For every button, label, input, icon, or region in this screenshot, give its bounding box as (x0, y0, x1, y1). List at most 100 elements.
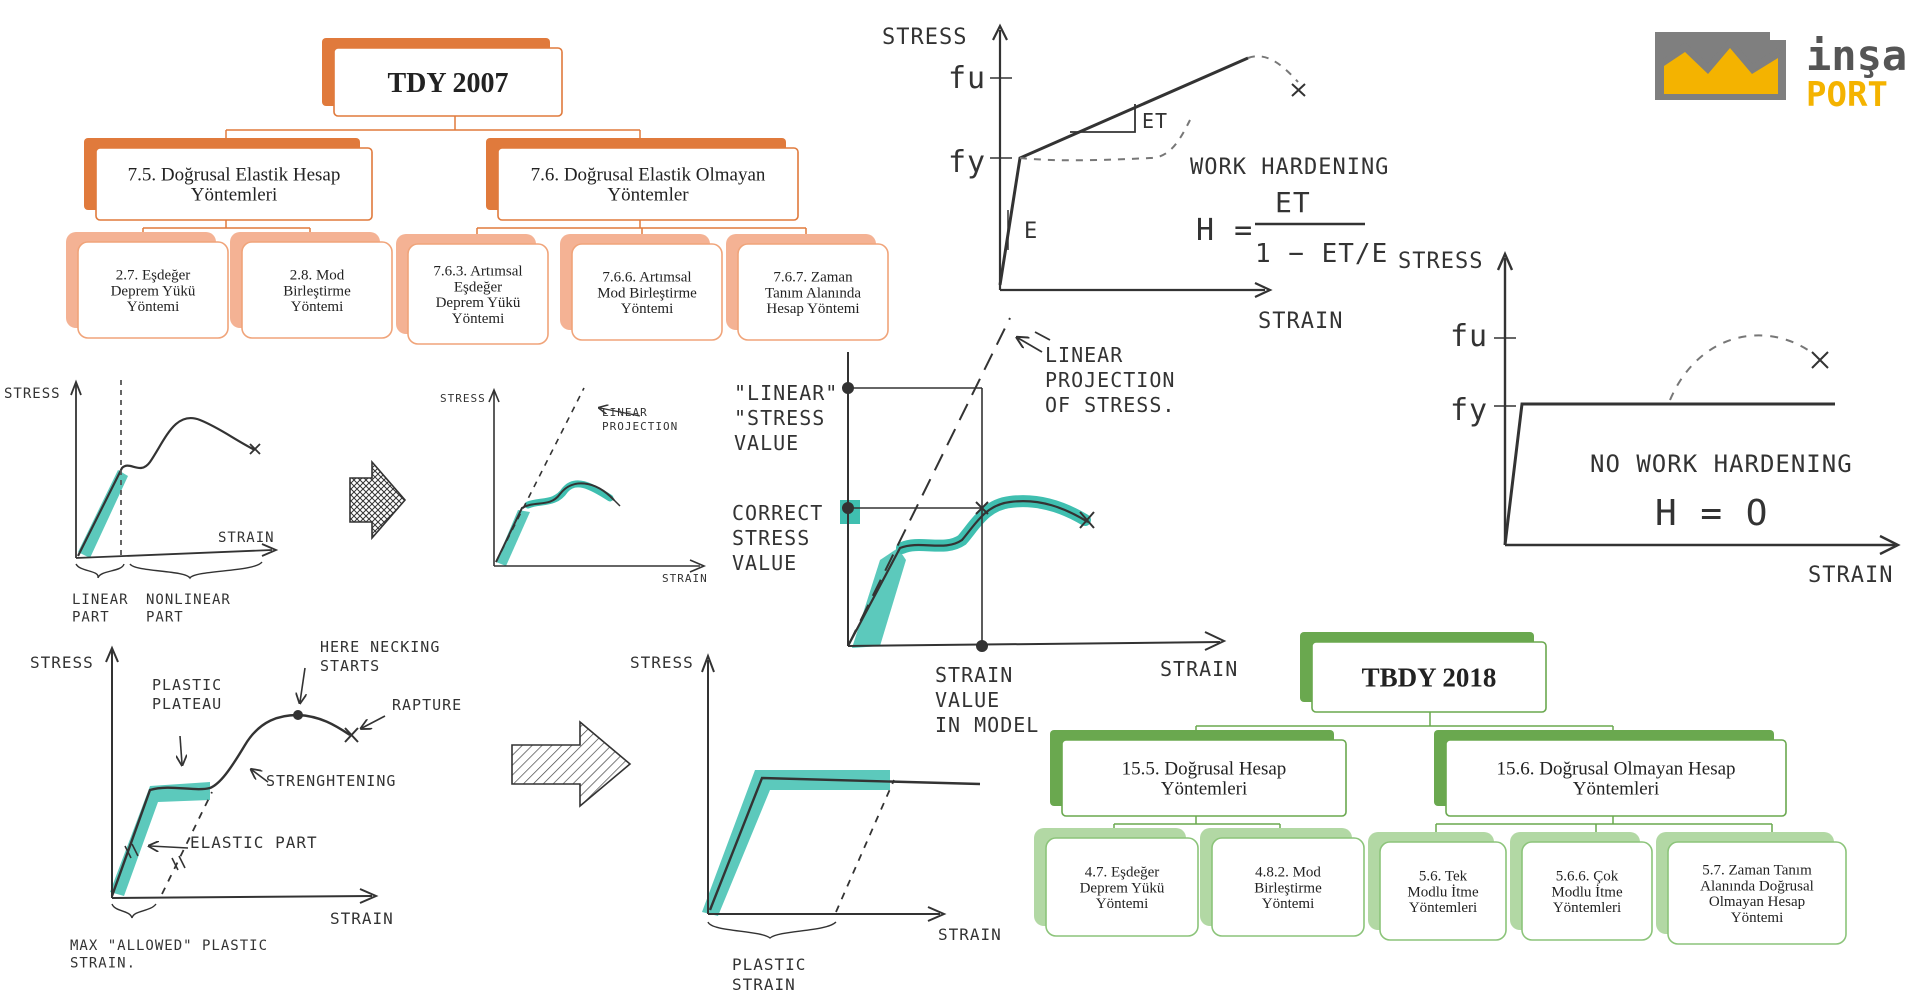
nh-stress-label: STRESS (1398, 249, 1483, 274)
wh-formula-num: ET (1275, 186, 1311, 219)
logo-crown-yellow (1664, 48, 1778, 94)
sketch-work-hardening-labels: STRESS fu fy E ET WORK HARDENING H = ET … (882, 25, 1389, 334)
sketch-projection-small (488, 387, 707, 573)
ps2-dashed-unload (835, 779, 895, 913)
pc-stress-label: STRESS (30, 653, 94, 672)
wh-formula-lhs: H = (1196, 213, 1253, 248)
tdy2007-leaf-box-front (407, 243, 549, 345)
tdy2007-group-box-front (95, 147, 373, 221)
ps-projection-line (495, 387, 585, 563)
tdy2007-leaf-box-front (571, 243, 723, 341)
tbdy2018-group-box-front (1445, 739, 1787, 817)
wh-e-label: E (1024, 219, 1038, 244)
tdy2007-leaf-box-front (77, 241, 229, 339)
hatched-arrow-1 (349, 459, 407, 541)
logo-crown-line (1662, 37, 1782, 73)
ln-curve (77, 417, 256, 557)
pc-dashed-unload (161, 791, 213, 895)
ps-strain-label: STRAIN (662, 572, 708, 585)
tbdy2018-group-box-front (1061, 739, 1347, 817)
pb-teal-band (852, 548, 906, 648)
logo-text-bottom: PORT (1806, 75, 1888, 115)
tbdy2018-leaf-box-front (1379, 841, 1507, 941)
tbdy2018-leaf-box-front (1211, 837, 1365, 937)
pc-teal-band (110, 782, 210, 896)
wh-dashed-plateau (1019, 119, 1191, 162)
ps-teal-band (496, 510, 530, 566)
pc-curve (110, 713, 351, 897)
sketch-plastic-simple (701, 653, 981, 939)
tdy2007-title-label: TDY 2007 (387, 68, 508, 99)
wh-strain-label: STRAIN (1258, 309, 1343, 334)
pc-strengthening-label: STRENGHTENING (266, 772, 396, 790)
tbdy2018-leaf-box-front (1667, 841, 1847, 945)
tbdy2018-title-box: TBDY 2018 (1300, 632, 1547, 713)
ln-stress-label: STRESS (4, 386, 61, 402)
sketch-work-hardening (990, 23, 1306, 298)
ln-strain-label: STRAIN (218, 530, 275, 546)
pc-elastic-label: ELASTIC PART (190, 833, 318, 852)
wh-title: WORK HARDENING (1190, 155, 1389, 180)
tbdy2018-title-box-front (1311, 641, 1547, 713)
insaport-logo: inşa PORT (1655, 31, 1907, 115)
ps2-strain-label: STRAIN (938, 925, 1002, 944)
nh-fy-label: fy (1450, 393, 1488, 428)
nh-curve (1503, 402, 1835, 546)
nh-formula: H = O (1655, 493, 1768, 534)
sketch-no-hardening-labels: STRESS fu fy NO WORK HARDENING H = O STR… (1398, 249, 1893, 588)
tdy2007-title-box-front (333, 47, 563, 117)
wh-fu-label: fu (948, 61, 986, 96)
hatched-arrow-2 (511, 720, 632, 808)
sketch-no-hardening (1494, 251, 1901, 556)
ps2-stress-label: STRESS (630, 653, 694, 672)
wh-fy-label: fy (948, 145, 986, 180)
ps2-teal-band (702, 770, 890, 916)
sketch-projection-big (840, 317, 1227, 652)
ps-curve (495, 482, 615, 563)
pc-rapture-label: RAPTURE (392, 696, 462, 714)
tbdy2018-leaf-box-front (1045, 837, 1199, 937)
nh-strain-label: STRAIN (1808, 563, 1893, 588)
pb-strain-label: STRAIN (1160, 657, 1238, 681)
